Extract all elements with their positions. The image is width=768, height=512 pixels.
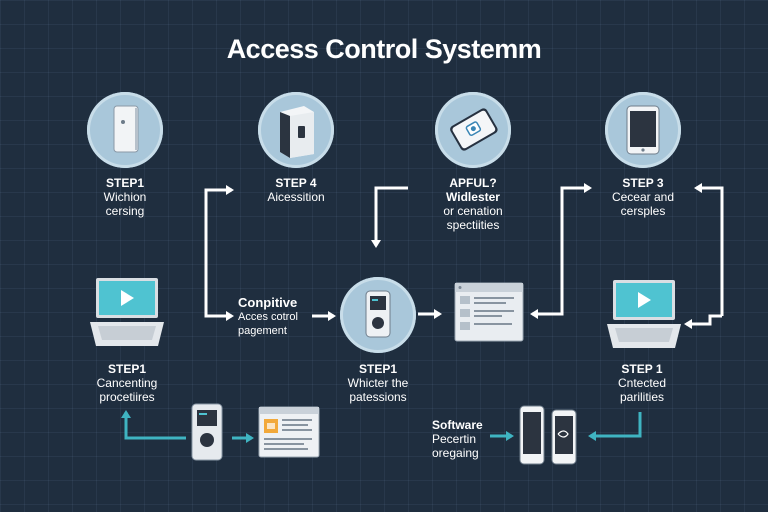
step1-mid-right-head: STEP 1 <box>621 362 663 376</box>
apful-line3: spectiities <box>446 218 500 232</box>
arrow-up-to-step3 <box>556 183 592 316</box>
step1-top-line1: Wichion <box>103 190 147 204</box>
step4-top-head: STEP 4 <box>275 176 317 190</box>
step1-mid-center-label: STEP1 Whicter the patessions <box>326 362 430 404</box>
step1-top-line2: cersing <box>105 204 145 218</box>
step1-top-label: STEP1 Wichion cersing <box>82 176 168 218</box>
step1-mid-left-head: STEP1 <box>107 362 146 376</box>
teal-arrow-right-loop <box>588 412 642 441</box>
step1-top-circle <box>87 92 163 168</box>
software-label: Software Pecertin oregaing <box>432 418 502 460</box>
arrow-to-step4 <box>204 185 234 318</box>
apful-circle <box>435 92 511 168</box>
center-reader-circle <box>340 277 416 353</box>
software-line1: Pecertin <box>432 432 477 446</box>
server-box-icon <box>280 106 314 158</box>
step3-top-line2: cersples <box>620 204 666 218</box>
step3-top-label: STEP 3 Cecear and cersples <box>596 176 690 218</box>
step1-mid-center-head: STEP1 <box>358 362 397 376</box>
software-head: Software <box>432 418 483 432</box>
compitive-label: Conpitive Acces cotrol pagement <box>238 296 334 338</box>
arrow-right-loop-to-laptop <box>684 314 722 329</box>
reader-terminal-icon <box>365 290 391 338</box>
teal-arrow-up-left <box>121 410 186 440</box>
step4-top-circle <box>258 92 334 168</box>
left-laptop-icon <box>90 278 164 346</box>
step1-mid-right-label: STEP 1 Cntected parilities <box>590 362 694 404</box>
step1-mid-left-line2: procetiires <box>99 390 155 404</box>
compitive-head: Conpitive <box>238 295 298 310</box>
step1-mid-left-label: STEP1 Cancenting procetiires <box>72 362 182 404</box>
phones-icon <box>519 405 577 465</box>
step4-top-label: STEP 4 Aicessition <box>246 176 346 204</box>
step1-mid-right-line2: parilities <box>619 390 664 404</box>
step1-mid-left-line1: Cancenting <box>96 376 158 390</box>
apful-head: APFUL? <box>449 176 497 190</box>
right-laptop-icon <box>607 280 681 348</box>
step1-top-head: STEP1 <box>105 176 144 190</box>
software-line2: oregaing <box>432 446 479 460</box>
bottom-webpage-icon <box>258 406 320 458</box>
compitive-line2: pagement <box>238 325 287 337</box>
step3-top-line1: Cecear and <box>611 190 675 204</box>
apful-label: APFUL? Widlester or cenation spectiities <box>420 176 526 232</box>
step1-mid-right-line1: Cntected <box>617 376 667 390</box>
tablet-icon <box>626 105 660 155</box>
browser-window-icon <box>454 282 524 342</box>
arrow-down-to-center <box>371 186 408 248</box>
step3-top-circle <box>605 92 681 168</box>
step1-mid-center-line2: patessions <box>349 390 407 404</box>
apful-line1: Widlester <box>446 190 500 204</box>
bottom-reader-icon <box>191 403 223 461</box>
page-title: Access Control Systemm <box>226 34 542 64</box>
apful-line2: or cenation <box>443 204 503 218</box>
keycard-icon <box>450 108 498 151</box>
compitive-line1: Acces cotrol <box>238 311 298 323</box>
step4-top-line1: Aicessition <box>267 190 325 204</box>
step3-top-head: STEP 3 <box>622 176 664 190</box>
arrow-right-loop-top <box>694 183 724 316</box>
card-reader-icon <box>113 105 139 153</box>
step1-mid-center-line1: Whicter the <box>347 376 409 390</box>
